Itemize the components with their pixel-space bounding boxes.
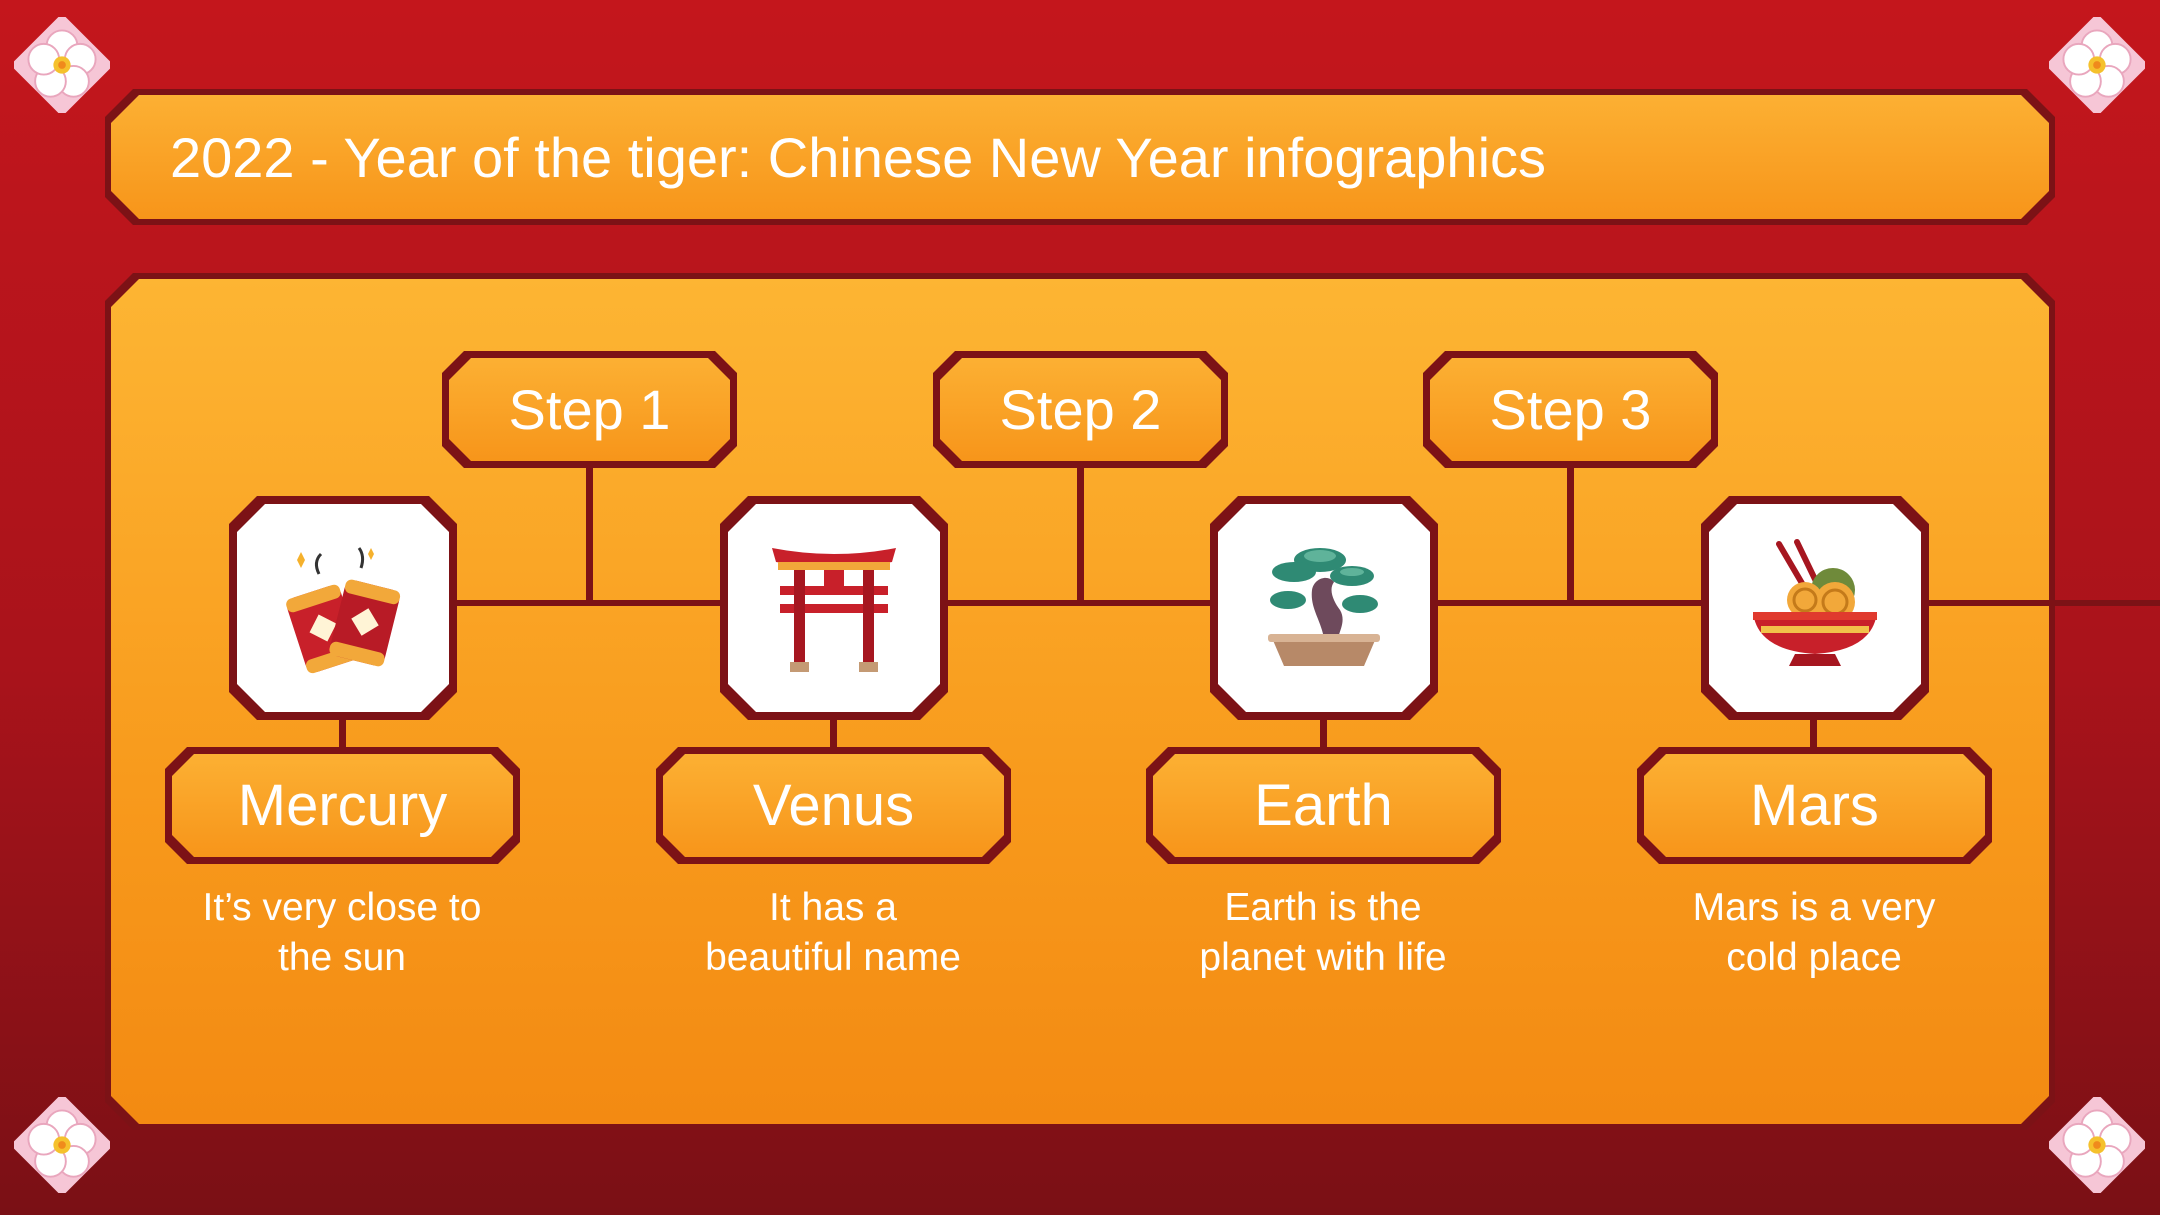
description-line: It’s very close to	[202, 886, 482, 929]
bonsai-tree-icon	[1254, 538, 1394, 678]
icon-box	[720, 496, 948, 720]
description-line: the sun	[278, 936, 406, 979]
item-description: It has a beautiful name	[673, 883, 993, 983]
description-line: It has a	[769, 886, 897, 929]
step-connector	[1077, 460, 1084, 603]
step-box: Step 1	[442, 351, 737, 468]
torii-gate-icon	[764, 538, 904, 678]
plum-blossom-icon	[2049, 1097, 2145, 1193]
item-name-box: Mercury	[165, 747, 520, 864]
step-connector	[1567, 460, 1574, 603]
step-connector	[586, 460, 593, 603]
icon-box	[229, 496, 457, 720]
firecrackers-icon	[273, 538, 413, 678]
item-name: Earth	[1254, 773, 1393, 838]
description-line: cold place	[1726, 936, 1902, 979]
item-description: Earth is the planet with life	[1163, 883, 1483, 983]
item-name: Venus	[752, 773, 915, 838]
item-name-box: Earth	[1146, 747, 1501, 864]
item-connector	[1810, 710, 1817, 750]
plum-blossom-icon	[14, 1097, 110, 1193]
item-name: Mercury	[237, 773, 448, 838]
description-line: beautiful name	[705, 936, 961, 979]
item-connector	[1320, 710, 1327, 750]
step-label: Step 3	[1489, 378, 1652, 441]
description-line: Mars is a very	[1692, 886, 1936, 929]
item-name-box: Mars	[1637, 747, 1992, 864]
title-banner	[105, 89, 2055, 225]
item-name-box: Venus	[656, 747, 1011, 864]
description-line: Earth is the	[1224, 886, 1422, 929]
description-line: planet with life	[1199, 936, 1447, 979]
item-name: Mars	[1750, 773, 1879, 838]
plum-blossom-icon	[14, 17, 110, 113]
item-connector	[830, 710, 837, 750]
step-label: Step 1	[508, 378, 671, 441]
icon-box	[1210, 496, 1438, 720]
plum-blossom-icon	[2049, 17, 2145, 113]
noodle-bowl-icon	[1745, 538, 1885, 678]
item-description: Mars is a very cold place	[1654, 883, 1974, 983]
step-box: Step 2	[933, 351, 1228, 468]
page-title: 2022 - Year of the tiger: Chinese New Ye…	[170, 125, 1547, 189]
item-description: It’s very close to the sun	[182, 883, 502, 983]
item-connector	[339, 710, 346, 750]
step-box: Step 3	[1423, 351, 1718, 468]
icon-box	[1701, 496, 1929, 720]
step-label: Step 2	[999, 378, 1162, 441]
